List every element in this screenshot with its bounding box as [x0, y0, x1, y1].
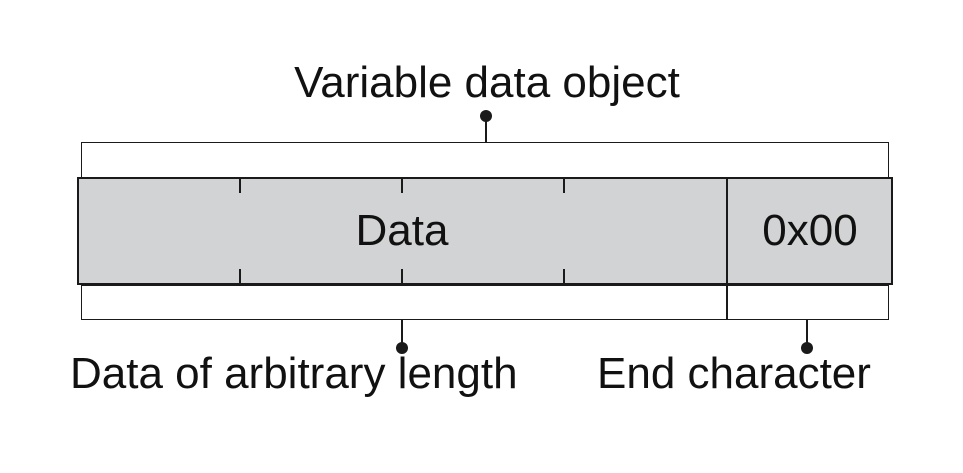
variable-data-object-label: Variable data object — [294, 58, 680, 107]
byte-sequence-box — [77, 177, 893, 285]
bottom-span-bracket — [81, 285, 889, 320]
cell-divider-tick — [563, 269, 565, 283]
data-arbitrary-length-label: Data of arbitrary length — [70, 349, 518, 398]
top-leader-line — [485, 116, 487, 143]
cell-divider-tick — [239, 179, 241, 193]
end-character-leader-line — [806, 319, 808, 345]
bottom-bracket-divider — [726, 285, 728, 320]
end-character-leader-dot — [801, 342, 813, 354]
variable-object-span-bracket — [81, 142, 889, 178]
cell-divider-tick — [401, 269, 403, 283]
cell-divider-tick — [563, 179, 565, 193]
cell-divider-tick — [401, 179, 403, 193]
data-endbyte-divider — [726, 177, 728, 285]
data-length-leader-line — [401, 319, 403, 345]
end-character-label: End character — [597, 349, 871, 398]
cell-divider-tick — [239, 269, 241, 283]
end-byte-cell-label: 0x00 — [762, 206, 858, 255]
data-length-leader-dot — [396, 342, 408, 354]
data-cell-label: Data — [355, 206, 449, 255]
